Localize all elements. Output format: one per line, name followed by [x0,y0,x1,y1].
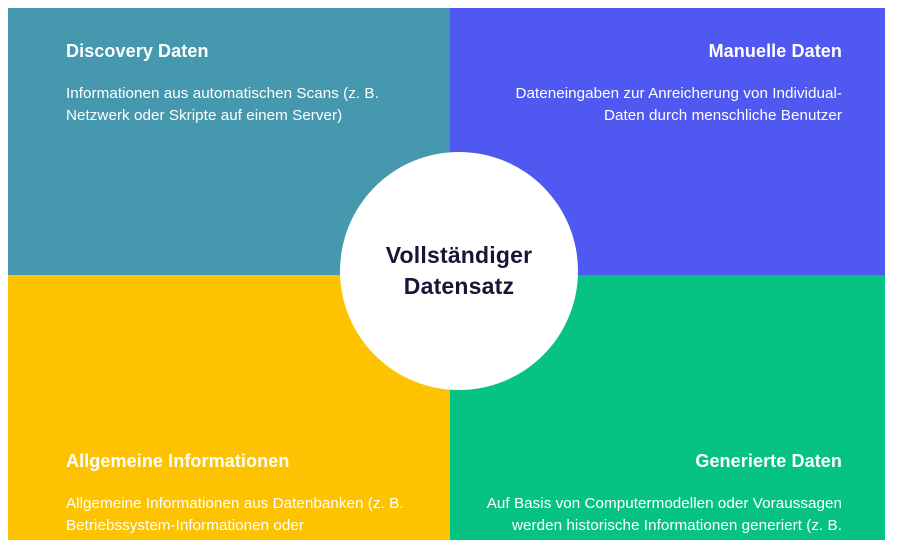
center-hub-label-line1: Vollständiger [385,241,533,268]
quadrant-heading-discovery-daten: Discovery Daten [66,41,209,61]
quadrant-text-block: Discovery Daten Informationen aus automa… [66,41,396,127]
center-hub-label: Vollständiger Datensatz [360,240,559,302]
quadrant-heading-manuelle-daten: Manuelle Daten [708,41,842,61]
quadrant-body-generierte-daten: Auf Basis von Computermodellen oder Vora… [486,494,842,540]
quadrant-text-block: Allgemeine Informationen Allgemeine Info… [66,451,406,540]
quadrant-heading-allgemeine-informationen: Allgemeine Informationen [66,451,290,471]
quadrant-discovery-daten[interactable]: Discovery Daten Informationen aus automa… [8,8,450,275]
quadrant-heading-generierte-daten: Generierte Daten [695,451,842,471]
quadrant-body-allgemeine-informationen: Allgemeine Informationen aus Datenbanken… [66,494,404,540]
center-hub-label-line2: Datensatz [403,273,515,299]
quadrant-text-block: Generierte Daten Auf Basis von Computerm… [472,451,842,540]
quadrant-body-discovery-daten: Informationen aus automatischen Scans (z… [66,84,379,124]
center-hub-circle[interactable]: Vollständiger Datensatz [340,152,578,390]
quadrant-body-manuelle-daten: Dateneingaben zur Anreicherung von Indiv… [515,84,842,124]
quadrant-text-block: Manuelle Daten Dateneingaben zur Anreich… [502,41,842,127]
